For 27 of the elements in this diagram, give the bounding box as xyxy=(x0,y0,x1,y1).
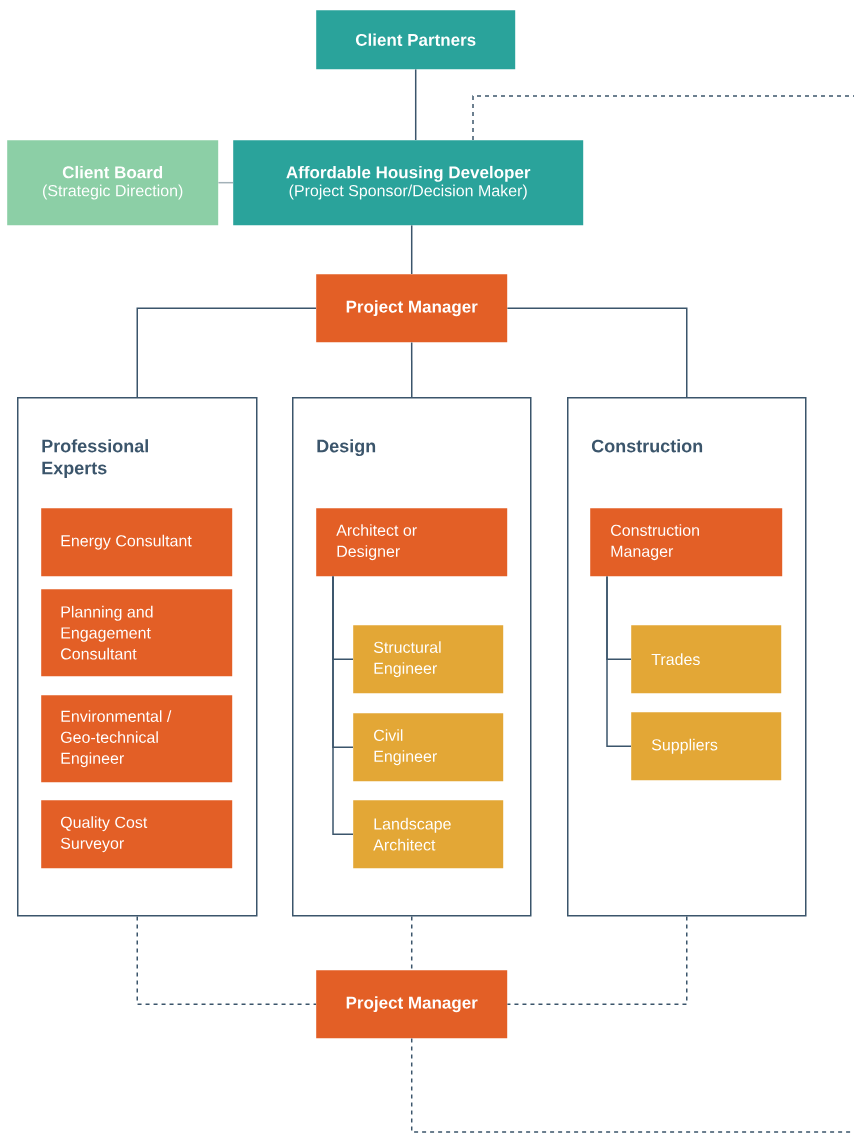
role-box: Environmental / Geo-technical Engineer xyxy=(41,695,233,783)
title-box: Project Manager xyxy=(316,970,508,1039)
role-box: Structural Engineer xyxy=(353,625,504,694)
connector xyxy=(136,915,317,1005)
role-box: Trades xyxy=(631,625,782,694)
role-box: Suppliers xyxy=(631,712,782,781)
title-box: Project Manager xyxy=(316,274,508,343)
role-box: Energy Consultant xyxy=(41,508,233,577)
connector xyxy=(410,915,413,971)
title-box: Client Board (Strategic Direction) xyxy=(7,140,219,226)
connector xyxy=(606,575,632,747)
role-box: Architect or Designer xyxy=(316,508,508,577)
role-box: Civil Engineer xyxy=(353,713,504,782)
connector xyxy=(136,307,317,398)
connector xyxy=(414,68,417,141)
role-box: Quality Cost Surveyor xyxy=(41,800,233,869)
connector xyxy=(217,181,234,184)
connector xyxy=(506,915,688,1005)
connector xyxy=(410,341,413,398)
role-box: Planning and Engagement Consultant xyxy=(41,589,233,677)
connector xyxy=(506,307,688,398)
connector xyxy=(332,575,354,835)
title-box: Affordable Housing Developer (Project Sponsor/Decision Maker) xyxy=(233,140,584,226)
role-box: Landscape Architect xyxy=(353,800,504,869)
connector xyxy=(410,224,413,275)
role-box: Construction Manager xyxy=(590,508,783,577)
title-box: Client Partners xyxy=(316,10,516,70)
